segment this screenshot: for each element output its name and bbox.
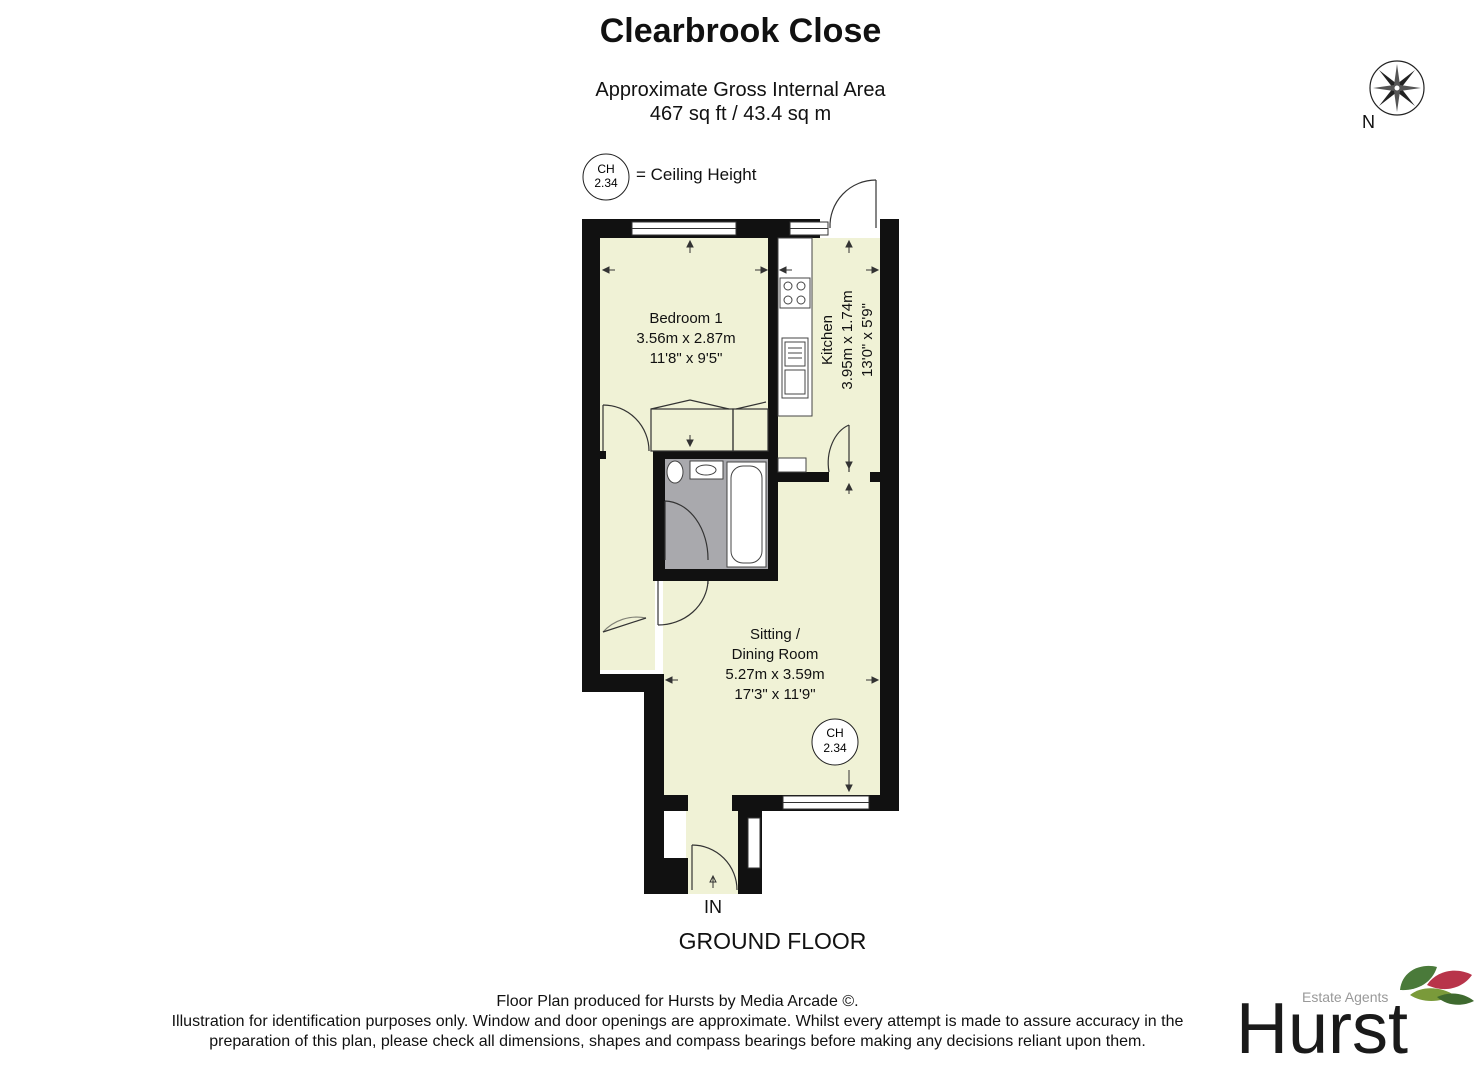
sitting-imperial: 17'3" x 11'9" bbox=[734, 686, 815, 703]
compass-icon: N bbox=[1362, 60, 1425, 130]
walls bbox=[582, 219, 899, 894]
dimension-arrows bbox=[601, 239, 880, 888]
area-value: 467 sq ft / 43.4 sq m bbox=[649, 103, 832, 125]
ceiling-height-badge: CH 2.34 bbox=[811, 718, 859, 766]
ceiling-badge-line1: CH bbox=[826, 726, 843, 740]
gross-internal-area: Approximate Gross Internal Area 467 sq f… bbox=[0, 78, 1481, 126]
area-label: Approximate Gross Internal Area bbox=[595, 79, 886, 101]
bedroom-metric: 3.56m x 2.87m bbox=[636, 330, 735, 347]
windows bbox=[631, 221, 870, 869]
kitchen-metric: 3.95m x 1.74m bbox=[839, 290, 856, 389]
ceiling-badge-line2: 2.34 bbox=[823, 741, 847, 755]
ceiling-height-legend-text: = Ceiling Height bbox=[636, 165, 757, 184]
hurst-logo: Estate Agents Hurst bbox=[1236, 965, 1474, 1065]
disclaimer-line2: Illustration for identification purposes… bbox=[171, 1013, 1184, 1030]
kitchen-imperial: 13'0" x 5'9" bbox=[859, 303, 876, 377]
ceiling-height-legend-badge: CH 2.34 bbox=[582, 153, 630, 201]
disclaimer: Floor Plan produced for Hursts by Media … bbox=[130, 992, 1225, 1052]
bedroom-name: Bedroom 1 bbox=[649, 310, 722, 327]
wardrobes bbox=[650, 399, 769, 452]
bedroom-imperial: 11'8" x 9'5" bbox=[650, 350, 723, 367]
entrance-label: IN bbox=[704, 897, 722, 917]
logo-brand: Hurst bbox=[1236, 989, 1408, 1065]
sitting-name-line2: Dining Room bbox=[732, 646, 819, 663]
disclaimer-line1: Floor Plan produced for Hursts by Media … bbox=[496, 993, 859, 1010]
floor-label: GROUND FLOOR bbox=[678, 928, 867, 954]
sitting-metric: 5.27m x 3.59m bbox=[725, 666, 824, 683]
doors bbox=[602, 179, 877, 891]
logo-tagline: Estate Agents bbox=[1302, 989, 1388, 1005]
legend-badge-line2: 2.34 bbox=[594, 176, 618, 190]
kitchen-units bbox=[777, 237, 813, 417]
plan-title: Clearbrook Close bbox=[599, 12, 882, 50]
leaf-icon bbox=[1400, 965, 1474, 1005]
legend-badge-line1: CH bbox=[597, 162, 614, 176]
sitting-name-line1: Sitting / bbox=[750, 626, 801, 643]
compass-north-label: N bbox=[1362, 112, 1375, 130]
bathroom-fittings bbox=[666, 457, 807, 568]
kitchen-name: Kitchen bbox=[819, 315, 836, 365]
disclaimer-line3: preparation of this plan, please check a… bbox=[209, 1033, 1146, 1050]
